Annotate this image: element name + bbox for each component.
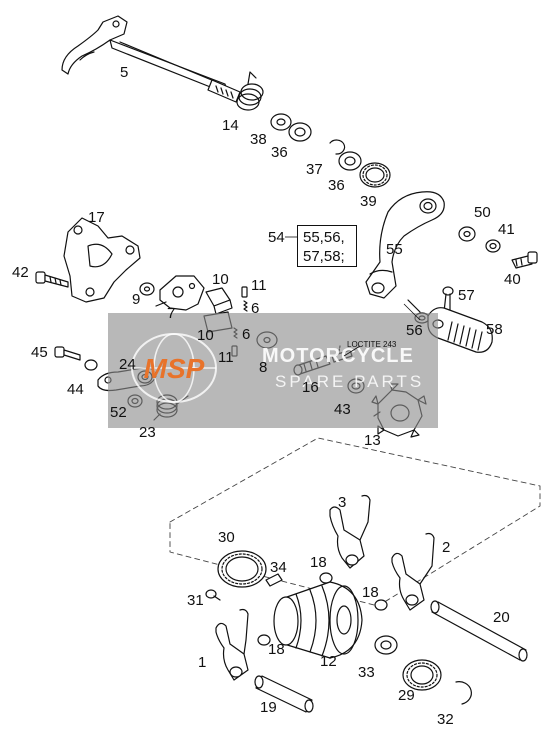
callout-18: 18 bbox=[268, 641, 285, 658]
part-bolt-42 bbox=[35, 271, 69, 288]
part-fork-3 bbox=[329, 494, 371, 569]
callout-3: 3 bbox=[338, 494, 347, 511]
callout-30: 30 bbox=[218, 529, 235, 546]
callout-29: 29 bbox=[398, 687, 415, 704]
callout-1: 1 bbox=[198, 654, 207, 671]
part-drum-12 bbox=[273, 581, 363, 659]
part-fork-2 bbox=[391, 532, 435, 611]
part-circlip-32 bbox=[455, 681, 472, 705]
part-shaft-20 bbox=[430, 600, 528, 662]
part-washer-38 bbox=[270, 113, 292, 131]
watermark-band bbox=[108, 313, 438, 428]
callout-10: 10 bbox=[197, 327, 214, 344]
callout-57: 57 bbox=[458, 287, 475, 304]
part-spring-6a bbox=[243, 300, 248, 312]
callout-34: 34 bbox=[270, 559, 287, 576]
callout-18: 18 bbox=[362, 584, 379, 601]
watermark-brand: MOTORCYCLE bbox=[262, 345, 414, 367]
callout-32: 32 bbox=[437, 711, 454, 728]
part-shift-lever-55 bbox=[365, 191, 445, 299]
callout-38: 38 bbox=[250, 131, 267, 148]
callout-23: 23 bbox=[139, 424, 156, 441]
callout-11: 11 bbox=[251, 277, 267, 294]
callout-45: 45 bbox=[31, 344, 48, 361]
callout-16: 16 bbox=[302, 379, 319, 396]
callout-6: 6 bbox=[251, 300, 260, 317]
callout-20: 20 bbox=[493, 609, 510, 626]
callout-31: 31 bbox=[187, 592, 204, 609]
callout-54: 54 bbox=[268, 229, 285, 246]
part-washer-36b bbox=[338, 151, 362, 171]
part-washer-44 bbox=[84, 359, 98, 371]
part-roller-18b bbox=[374, 599, 388, 611]
part-bolt-40 bbox=[511, 251, 538, 269]
part-screw-45 bbox=[54, 346, 81, 361]
callout-37: 37 bbox=[306, 161, 323, 178]
callout-40: 40 bbox=[504, 271, 521, 288]
callout-56: 56 bbox=[406, 322, 423, 339]
part-shift-shaft bbox=[61, 15, 241, 103]
callout-11: 11 bbox=[218, 349, 234, 366]
callout-24: 24 bbox=[119, 356, 136, 373]
reference-box: 55,56, 57,58; bbox=[297, 225, 357, 267]
callout-8: 8 bbox=[259, 359, 268, 376]
part-bearing-30 bbox=[217, 550, 267, 588]
part-bearing-39 bbox=[359, 162, 391, 188]
part-lever-7 bbox=[155, 275, 205, 311]
reference-box-line-2: 57,58; bbox=[303, 248, 345, 265]
part-return-spring bbox=[236, 71, 264, 111]
part-pin-34 bbox=[265, 573, 283, 587]
callout-18: 18 bbox=[310, 554, 327, 571]
callout-9: 9 bbox=[132, 291, 141, 308]
watermark-globe-logo: MSP bbox=[131, 333, 217, 403]
callout-5: 5 bbox=[120, 64, 129, 81]
callout-36: 36 bbox=[271, 144, 288, 161]
callout-52: 52 bbox=[110, 404, 127, 421]
callout-58: 58 bbox=[486, 321, 503, 338]
callout-14: 14 bbox=[222, 117, 239, 134]
callout-42: 42 bbox=[12, 264, 29, 281]
callout-41: 41 bbox=[498, 221, 515, 238]
loctite-note: LOCTITE 243 bbox=[347, 340, 397, 349]
part-washer-36a bbox=[288, 122, 312, 142]
callout-13: 13 bbox=[364, 432, 381, 449]
callout-44: 44 bbox=[67, 381, 84, 398]
callout-6: 6 bbox=[242, 326, 251, 343]
callout-43: 43 bbox=[334, 401, 351, 418]
callout-17: 17 bbox=[88, 209, 105, 226]
reference-box-line-1: 55,56, bbox=[303, 229, 345, 246]
part-washer-9 bbox=[139, 282, 155, 296]
part-bracket-17 bbox=[63, 217, 141, 303]
callout-36: 36 bbox=[328, 177, 345, 194]
part-washer-33 bbox=[374, 635, 398, 655]
part-washer-41 bbox=[485, 239, 501, 253]
part-roller-18c bbox=[257, 634, 271, 646]
callout-55: 55 bbox=[386, 241, 403, 258]
watermark-logo-text: MSP bbox=[144, 353, 205, 384]
part-bearing-29 bbox=[402, 659, 442, 691]
part-shaft-19 bbox=[254, 675, 314, 713]
watermark-sub: SPARE PARTS bbox=[275, 372, 425, 391]
callout-2: 2 bbox=[442, 539, 451, 556]
assembly-outline bbox=[169, 437, 541, 607]
part-circlip-37 bbox=[329, 139, 346, 155]
callout-50: 50 bbox=[474, 204, 491, 221]
callout-7: 7 bbox=[167, 305, 176, 322]
part-fork-1 bbox=[215, 608, 249, 681]
part-washer-50 bbox=[458, 226, 476, 242]
callout-39: 39 bbox=[360, 193, 377, 210]
part-screw-31 bbox=[205, 589, 221, 601]
part-pin-11a bbox=[241, 286, 248, 298]
callout-19: 19 bbox=[260, 699, 277, 716]
callout-33: 33 bbox=[358, 664, 375, 681]
callout-12: 12 bbox=[320, 653, 337, 670]
callout-10: 10 bbox=[212, 271, 229, 288]
